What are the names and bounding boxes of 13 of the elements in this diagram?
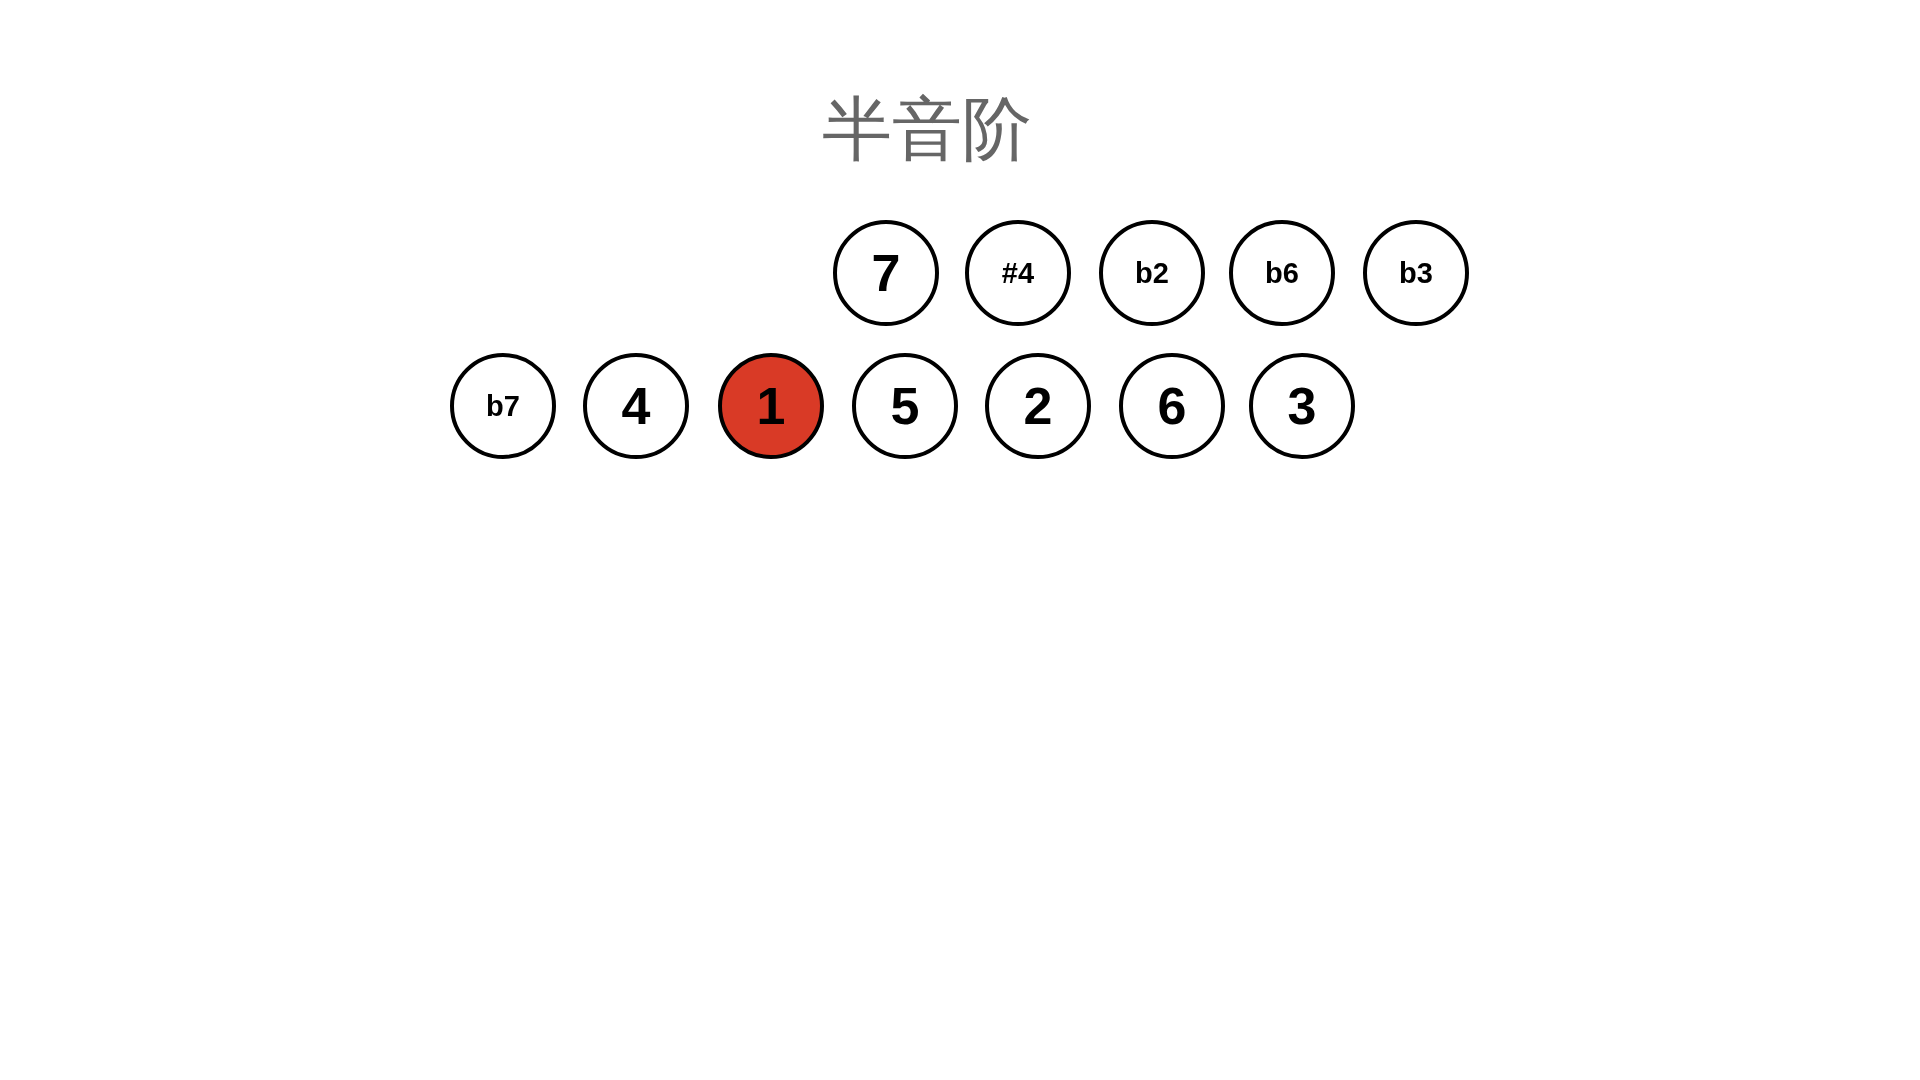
note-label: b7 (486, 391, 520, 421)
note-label: 1 (756, 380, 786, 432)
title: 半音阶 (822, 94, 1032, 164)
note-label: b6 (1265, 258, 1299, 288)
note-label: 5 (890, 380, 920, 432)
note-label: #4 (1001, 258, 1035, 288)
note-label: 7 (871, 247, 901, 299)
note-label: 4 (621, 380, 651, 432)
note-label: 2 (1023, 380, 1053, 432)
note-label: b2 (1135, 258, 1169, 288)
note-label: b3 (1399, 258, 1433, 288)
note-label: 6 (1157, 380, 1187, 432)
note-label: 3 (1287, 380, 1317, 432)
